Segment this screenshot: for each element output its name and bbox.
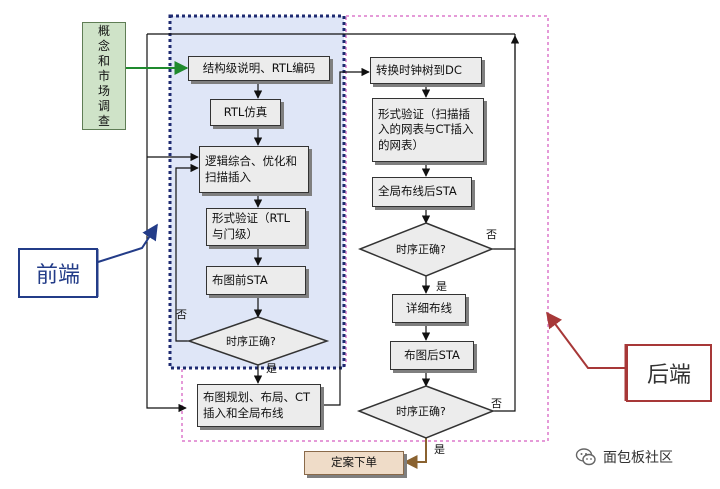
postlayout-sta-label: 布图后STA — [404, 347, 460, 362]
placement-label: 布图规划、布局、CT插入和全局布线 — [203, 389, 311, 420]
market-research-box: 概念和市场调查 — [82, 22, 126, 130]
prelayout-sta-box: 布图前STA — [206, 266, 306, 295]
placement-box: 布图规划、布局、CT插入和全局布线 — [197, 384, 321, 427]
back-decision1-label: 时序正确? — [396, 243, 446, 256]
rtl-coding-box: 结构级说明、RTL编码 — [188, 56, 330, 81]
rtl-sim-box: RTL仿真 — [210, 99, 281, 126]
watermark: 面包板社区 — [575, 446, 673, 468]
front-callout-line — [97, 223, 158, 263]
formal-verify-back-label: 形式验证（扫描插入的网表与CT插入的网表） — [378, 106, 474, 152]
frontend-callout-label: 前端 — [35, 263, 80, 288]
synthesis-label: 逻辑综合、优化和扫描插入 — [205, 153, 297, 184]
back-callout-line — [546, 311, 626, 369]
prelayout-sta-label: 布图前STA — [212, 272, 268, 287]
front-yes-label: 是 — [266, 362, 277, 375]
front-decision-label: 时序正确? — [226, 335, 276, 348]
market-research-label: 概念和市场调查 — [97, 23, 110, 128]
rtl-sim-label: RTL仿真 — [223, 104, 268, 119]
detail-route-label: 详细布线 — [406, 300, 452, 315]
back-decision1-shape — [357, 222, 495, 277]
global-route-sta-box: 全局布线后STA — [372, 177, 472, 207]
synthesis-box: 逻辑综合、优化和扫描插入 — [199, 146, 309, 193]
backend-callout-label: 后端 — [646, 363, 691, 388]
global-route-sta-label: 全局布线后STA — [378, 184, 457, 199]
back-yes1-label: 是 — [436, 280, 447, 293]
back-yes2-label: 是 — [434, 443, 445, 456]
backend-callout: 后端 — [626, 344, 712, 402]
formal-verify-front-box: 形式验证（RTL与门级） — [206, 208, 306, 246]
clock-tree-dc-label: 转换时钟树到DC — [376, 62, 462, 77]
formal-verify-back-box: 形式验证（扫描插入的网表与CT插入的网表） — [372, 98, 484, 162]
frontend-callout: 前端 — [18, 248, 98, 298]
postlayout-sta-box: 布图后STA — [390, 341, 474, 370]
backend-region — [181, 15, 549, 442]
back-decision2-label: 时序正确? — [396, 405, 446, 418]
formal-verify-front-label: 形式验证（RTL与门级） — [212, 211, 291, 241]
tapeout-label: 定案下单 — [331, 455, 377, 470]
tapeout-box: 定案下单 — [304, 451, 404, 475]
front-no-label: 否 — [176, 308, 187, 321]
wechat-icon — [575, 448, 596, 466]
watermark-label: 面包板社区 — [603, 450, 673, 466]
back-decision2-shape — [356, 385, 496, 439]
back-no1-label: 否 — [486, 228, 497, 241]
rtl-coding-label: 结构级说明、RTL编码 — [202, 60, 316, 75]
detail-route-box: 详细布线 — [392, 294, 466, 323]
clock-tree-dc-box: 转换时钟树到DC — [370, 57, 482, 84]
front-decision-shape — [186, 316, 330, 366]
back-no2-label: 否 — [491, 397, 502, 410]
final-arrow — [403, 438, 427, 469]
